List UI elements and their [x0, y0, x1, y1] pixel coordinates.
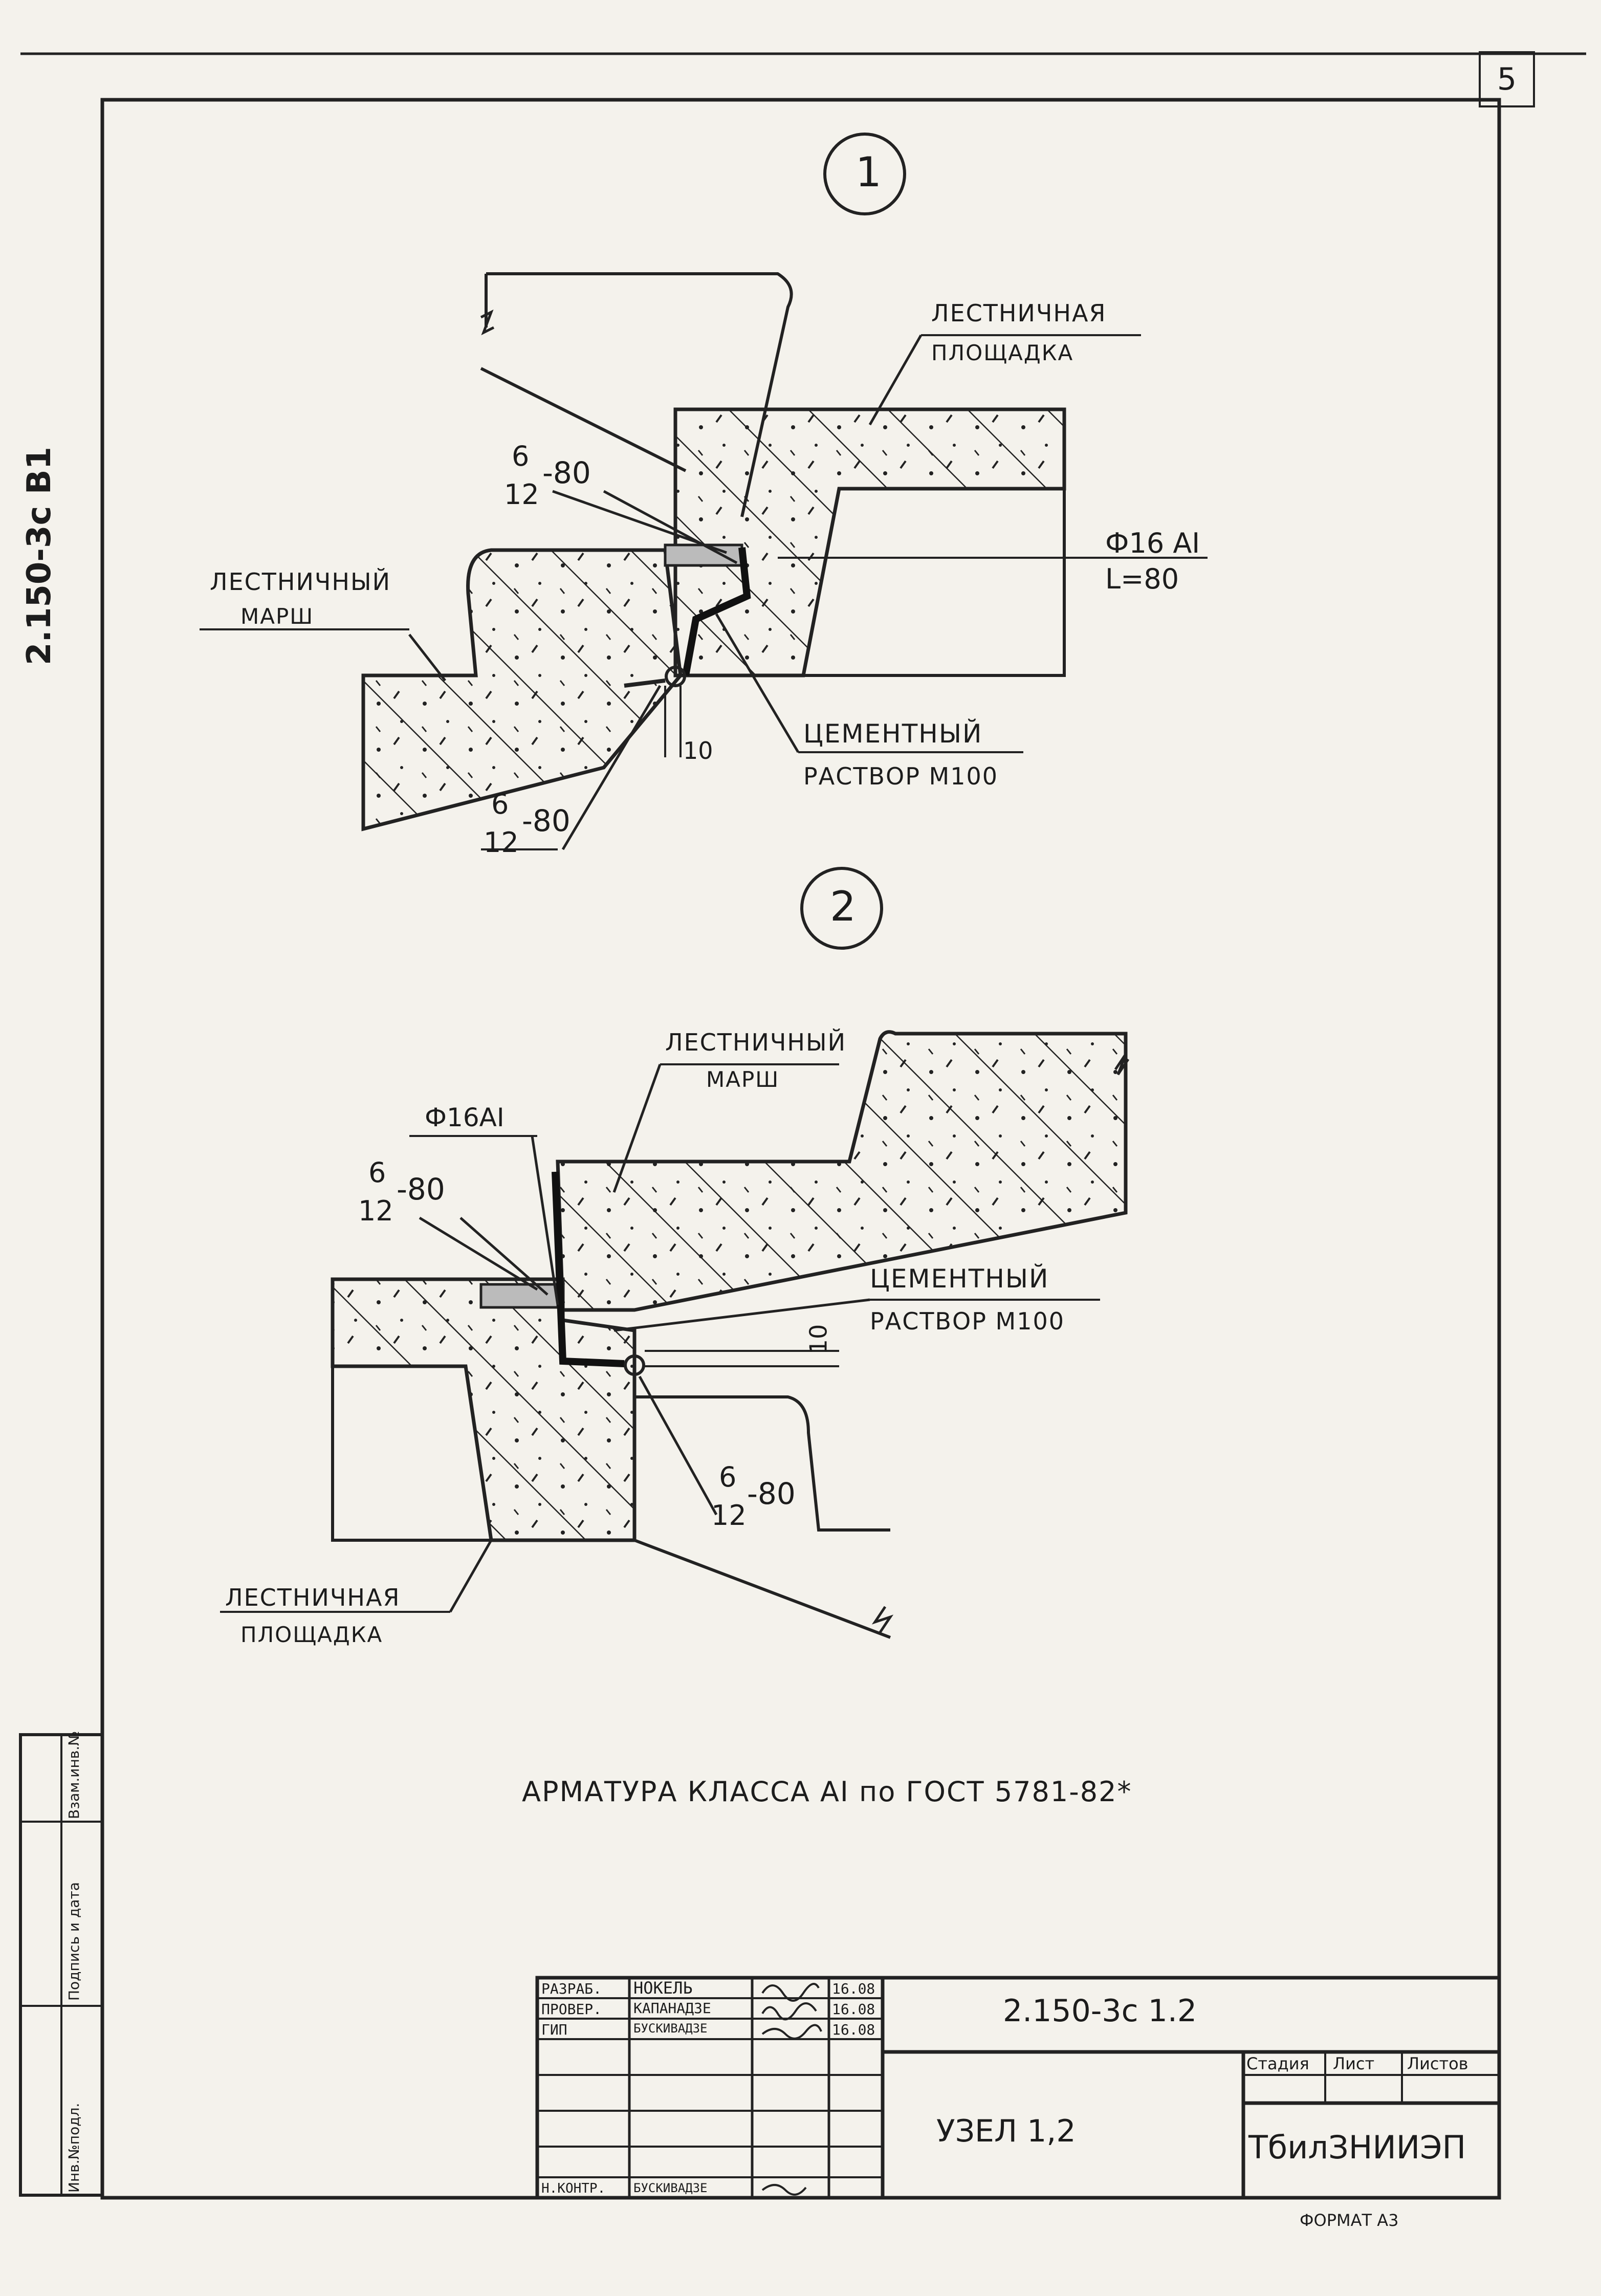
detail-1-mortar-label-1: ЦЕМЕНТНЫЙ	[803, 719, 983, 749]
tb-name-1: КАПАНАДЗЕ	[633, 2000, 711, 2017]
detail-1-rebar	[682, 547, 751, 676]
tb-format: ФОРМАТ А3	[1300, 2211, 1399, 2230]
detail-2-weld-top-den: 12	[358, 1195, 393, 1227]
detail-2-rebar-label: Ф16AI	[425, 1103, 505, 1132]
tb-date-2: 16.08	[832, 2021, 875, 2038]
side-stamp-inv: Инв.№подл.	[65, 2103, 82, 2193]
detail-1-number: 1	[856, 148, 882, 196]
page-number: 5	[1497, 61, 1517, 97]
detail-2	[220, 867, 1130, 1639]
detail-1-landing-label-1: ЛЕСТНИЧНАЯ	[931, 299, 1107, 327]
tb-stage-header: Стадия	[1246, 2054, 1309, 2073]
tb-role-1: ПРОВЕР.	[541, 2001, 602, 2018]
detail-1-weld-top-num: 6	[512, 440, 530, 472]
detail-1-weld-bottom-num: 6	[491, 788, 509, 820]
tb-code: 2.150-3c 1.2	[1003, 1993, 1197, 2029]
side-stamp-sign: Подпись и дата	[65, 1882, 82, 2001]
side-stamp-replace: Взам.инв.№	[65, 1731, 82, 1819]
tb-sheet-header: Лист	[1333, 2054, 1375, 2073]
detail-2-weld-top-num: 6	[368, 1156, 386, 1189]
signatures	[761, 1983, 822, 2196]
detail-2-circle	[800, 867, 883, 950]
detail-2-weld-bottom-tail: -80	[747, 1476, 796, 1511]
detail-1-weld-top-den: 12	[504, 478, 539, 511]
detail-1-gap: 10	[683, 737, 713, 764]
detail-2-flight-label-1: ЛЕСТНИЧНЫЙ	[665, 1029, 846, 1056]
detail-2-mortar	[479, 1283, 559, 1309]
detail-1-weld-top-tail: -80	[542, 455, 591, 490]
detail-1-rebar-label-1: Ф16 AI	[1105, 527, 1200, 559]
detail-1-flight-label-2: МАРШ	[240, 604, 314, 629]
tb-role-2: ГИП	[541, 2021, 567, 2038]
tb-sheets-header: Листов	[1407, 2054, 1468, 2073]
tb-date-1: 16.08	[832, 2001, 875, 2018]
side-stamp	[19, 1733, 104, 2197]
detail-1-weld-bottom-den: 12	[484, 826, 519, 859]
detail-2-rebar	[552, 1171, 625, 1367]
detail-1-upper-outline	[480, 272, 793, 517]
detail-1-weld-bottom-tail: -80	[522, 803, 571, 838]
detail-2-landing-label-2: ПЛОЩАДКА	[240, 1622, 383, 1647]
page-number-box: 5	[1479, 51, 1535, 107]
detail-1	[200, 133, 1208, 850]
detail-1-mortar-label-2: РАСТВОР М100	[803, 762, 999, 790]
detail-2-weld-bottom-num: 6	[719, 1461, 737, 1493]
tb-org: ТбилЗНИИЭП	[1248, 2129, 1466, 2166]
detail-1-circle	[823, 133, 906, 215]
detail-2-landing-label-1: ЛЕСТНИЧНАЯ	[225, 1584, 401, 1611]
tb-date-0: 16.08	[832, 1980, 875, 1997]
rebar-note: АРМАТУРА КЛАССА AI по ГОСТ 5781-82*	[522, 1776, 1132, 1808]
detail-2-weld-bottom-den: 12	[711, 1499, 747, 1532]
tb-title: УЗЕЛ 1,2	[936, 2113, 1076, 2149]
detail-2-flight-label-2: МАРШ	[706, 1067, 780, 1092]
detail-1-rebar-label-2: L=80	[1105, 563, 1179, 595]
tb-role-0: РАЗРАБ.	[541, 1980, 602, 1997]
detail-1-flight-label-1: ЛЕСТНИЧНЫЙ	[210, 568, 391, 596]
tb-name-0: НОКЕЛЬ	[633, 1978, 693, 1998]
detail-2-gap: 10	[804, 1324, 832, 1354]
tb-name-2: БУСКИВАДЗЕ	[633, 2021, 708, 2036]
detail-2-number: 2	[830, 883, 856, 930]
detail-2-mortar-label-1: ЦЕМЕНТНЫЙ	[870, 1264, 1049, 1294]
detail-2-mortar-label-2: РАСТВОР М100	[870, 1307, 1065, 1335]
title-block-grid	[535, 1976, 1501, 2200]
tb-name-6: БУСКИВАДЗЕ	[633, 2181, 708, 2195]
detail-1-mortar	[664, 543, 743, 567]
detail-2-weld-top-tail: -80	[397, 1172, 445, 1207]
tb-role-6: Н.КОНТР.	[541, 2181, 606, 2196]
detail-1-landing-label-2: ПЛОЩАДКА	[931, 340, 1074, 365]
